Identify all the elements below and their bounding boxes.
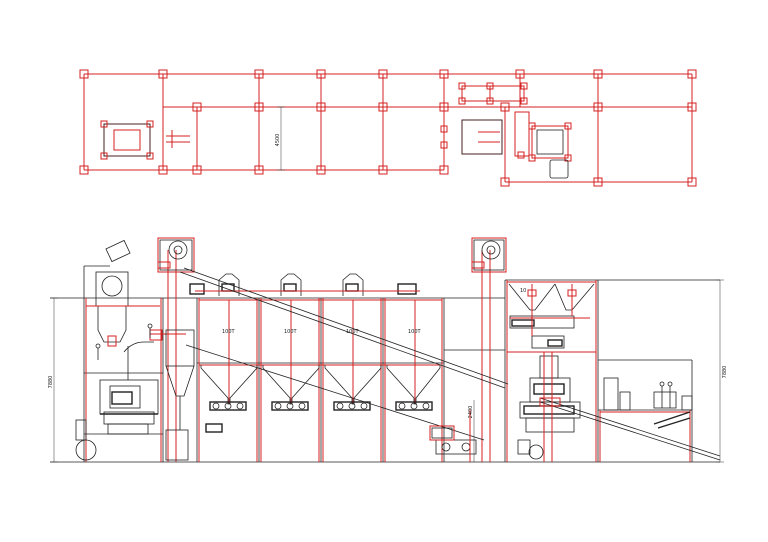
center-dimension-label: 2400 (468, 406, 474, 419)
right-mill: 10 (429, 283, 595, 462)
silos: 100T 100T 100T 100T (200, 300, 441, 433)
plan-equipment (100, 111, 572, 179)
left-height-label: 7880 (48, 376, 54, 389)
plan-beams (83, 73, 693, 183)
left-equipment (75, 239, 195, 461)
roof-hoppers (189, 273, 420, 296)
elevation-columns (85, 280, 691, 462)
silo-label-1: 100T (222, 329, 236, 335)
silo-label-2: 100T (284, 329, 298, 335)
silo-label-4: 100T (408, 329, 422, 335)
plan-view: 4500 (79, 69, 697, 187)
plan-dimension: 4500 (275, 106, 285, 171)
building-outline (50, 265, 720, 462)
annex-room (603, 377, 693, 429)
inclined-conveyors (179, 267, 721, 461)
right-height-label: 7880 (722, 366, 728, 379)
silo-label-3: 100T (346, 329, 360, 335)
elevation-view: 100T 100T 100T 100T (48, 237, 728, 463)
plan-dimension-label: 4500 (275, 134, 281, 147)
elevation-dimensions: 7880 7880 2400 (48, 279, 728, 463)
right-hopper-label: 10 (520, 288, 526, 294)
bucket-elevators (157, 237, 507, 462)
plan-columns (79, 69, 697, 187)
